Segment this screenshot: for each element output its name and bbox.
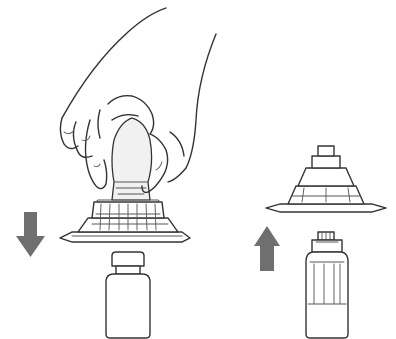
vial-with-adapter [306,232,348,338]
attach-step-panel [16,8,216,338]
up-arrow-icon [254,226,280,271]
adapter-cap [112,118,152,200]
remove-step-panel [254,146,386,338]
medication-vial [106,252,150,338]
vial-adapter [60,200,190,242]
down-arrow-icon [16,212,45,257]
adapter-cap-lifted [266,146,386,212]
